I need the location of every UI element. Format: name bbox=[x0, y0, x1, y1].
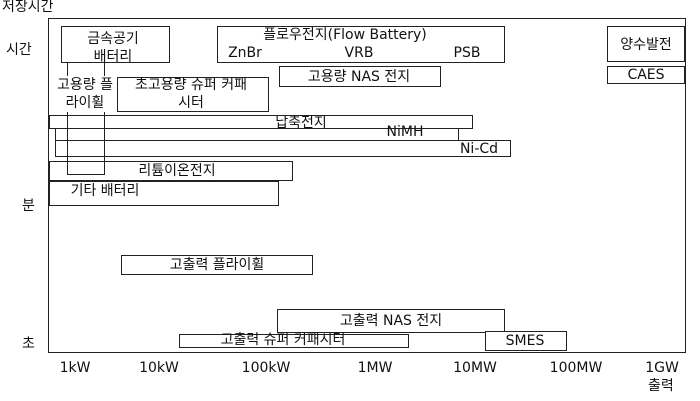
y-axis-label: 저장시간 bbox=[2, 0, 54, 15]
label-high-power-nas: 고출력 NAS 전지 bbox=[339, 313, 443, 329]
y-tick-seconds: 초 bbox=[22, 336, 35, 352]
x-tick-1kw: 1kW bbox=[59, 360, 91, 376]
label-nimh: NiMH bbox=[386, 124, 424, 140]
label-znbr: ZnBr bbox=[228, 45, 262, 61]
label-caes: CAES bbox=[627, 67, 665, 83]
label-high-capacity-nas: 고용량 NAS 전지 bbox=[307, 69, 411, 85]
x-tick-1mw: 1MW bbox=[357, 360, 393, 376]
box-ultra-capacitor bbox=[117, 77, 269, 112]
y-tick-minutes: 분 bbox=[22, 198, 35, 214]
x-tick-100kw: 100kW bbox=[241, 360, 291, 376]
label-high-capacity-flywheel: 고용량 플라이휠 bbox=[55, 76, 115, 112]
x-axis-label: 출력 bbox=[648, 378, 674, 394]
x-tick-10mw: 10MW bbox=[453, 360, 497, 376]
label-metal-air: 금속공기 배터리 bbox=[87, 31, 139, 65]
label-other-batteries: 기타 배터리 bbox=[70, 183, 140, 199]
box-caes bbox=[607, 66, 685, 84]
label-smes: SMES bbox=[505, 333, 545, 349]
label-nicd: Ni-Cd bbox=[459, 141, 499, 157]
box-pumped-hydro bbox=[607, 26, 685, 62]
box-high-capacity-nas bbox=[279, 66, 441, 87]
box-lithium-ion bbox=[49, 161, 293, 181]
box-high-power-capacitor bbox=[179, 334, 409, 348]
box-nicd bbox=[55, 140, 511, 157]
label-pumped-hydro: 양수발전 bbox=[620, 37, 672, 53]
label-lead-acid: 납축전지 bbox=[275, 115, 327, 131]
box-high-power-nas bbox=[277, 309, 505, 333]
x-tick-10kw: 10kW bbox=[139, 360, 179, 376]
label-psb: PSB bbox=[453, 45, 481, 61]
x-tick-1gw: 1GW bbox=[645, 360, 679, 376]
box-smes bbox=[485, 331, 567, 351]
box-other-batteries bbox=[49, 181, 279, 206]
label-high-power-flywheel: 고출력 플라이휠 bbox=[169, 257, 265, 273]
box-flow-battery bbox=[217, 26, 505, 63]
label-ultra-capacitor: 초고용량 슈퍼 커패시터 bbox=[135, 77, 247, 111]
label-vrb: VRB bbox=[344, 45, 374, 61]
label-lithium-ion: 리튬이온전지 bbox=[138, 163, 216, 179]
y-tick-hours: 시간 bbox=[6, 42, 32, 58]
label-high-power-capacitor: 고출력 슈퍼 커패시터 bbox=[220, 332, 346, 348]
box-high-power-flywheel bbox=[121, 255, 313, 275]
plot-area: 양수발전 CAES 플로우전지(Flow Battery) ZnBr VRB P… bbox=[48, 18, 686, 353]
label-flow-battery: 플로우전지(Flow Battery) bbox=[263, 27, 427, 43]
box-metal-air bbox=[61, 26, 170, 63]
x-tick-100mw: 100MW bbox=[549, 360, 603, 376]
